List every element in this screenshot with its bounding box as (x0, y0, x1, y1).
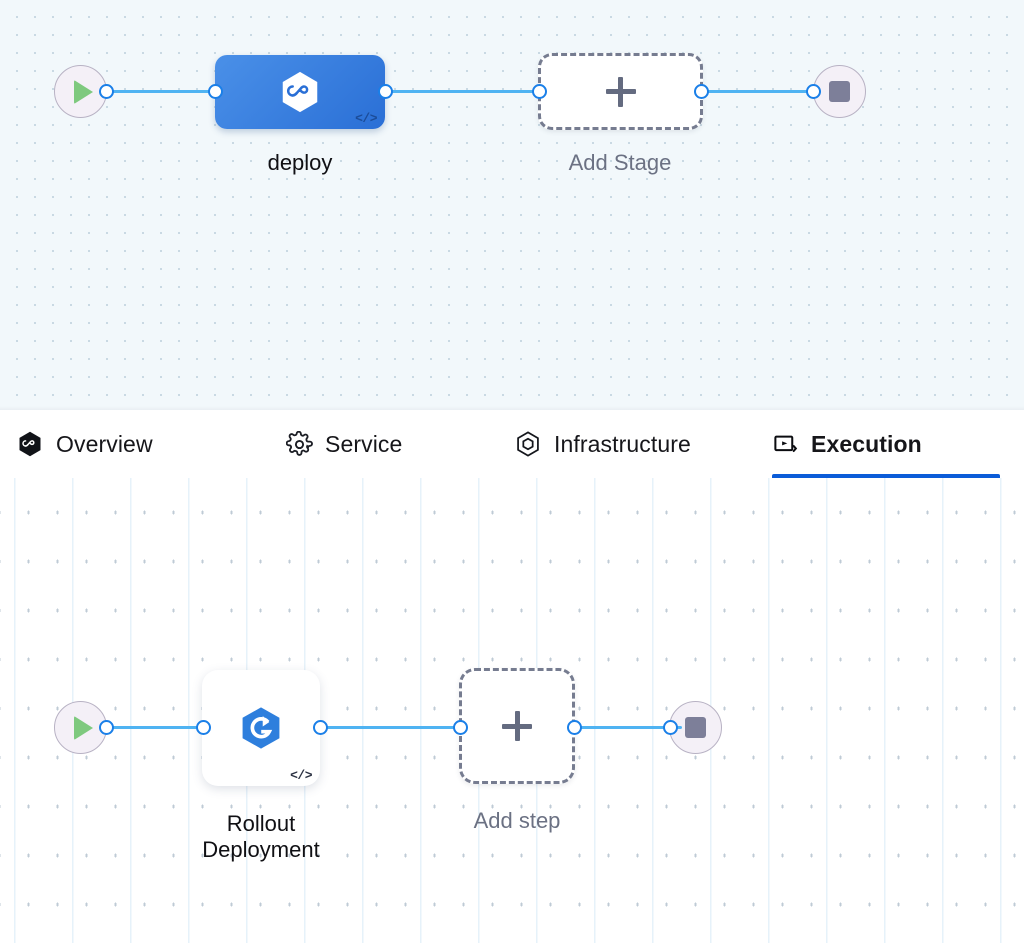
play-icon (74, 79, 93, 104)
edge-start-to-rollout (106, 726, 210, 730)
port-end-in[interactable] (806, 84, 821, 99)
tab-service[interactable]: Service (286, 410, 402, 478)
rollout-deployment-icon (242, 707, 280, 749)
code-badge-icon: </> (355, 111, 377, 126)
add-stage-node-label: Add Stage (568, 150, 672, 175)
port-start-out[interactable] (99, 84, 114, 99)
port-deploy-in[interactable] (208, 84, 223, 99)
tab-execution-label: Execution (811, 430, 922, 457)
harness-infinity-hexagon-icon (282, 71, 318, 113)
add-step-node[interactable] (459, 668, 575, 784)
edge-rollout-to-add-step (315, 726, 465, 730)
edge-start-to-deploy (106, 90, 224, 94)
port-add-stage-in[interactable] (532, 84, 547, 99)
edge-add-step-to-end (570, 726, 682, 730)
tab-infrastructure[interactable]: Infrastructure (514, 410, 691, 478)
stage-config-tabbar: Overview Service Infrastructure (0, 410, 1024, 478)
stage-node-deploy[interactable]: </> (215, 55, 385, 129)
stage-node-deploy-label: deploy (267, 150, 333, 175)
port-deploy-out[interactable] (378, 84, 393, 99)
tab-active-underline (772, 474, 1000, 478)
step-node-rollout-deployment-label: Rollout Deployment (202, 811, 320, 862)
port-step-start-out[interactable] (99, 720, 114, 735)
tab-service-label: Service (325, 430, 403, 457)
pipeline-start-node[interactable] (54, 65, 107, 118)
plus-icon (605, 76, 636, 107)
add-stage-node[interactable] (538, 53, 703, 130)
play-icon (74, 715, 93, 740)
add-step-node-label: Add step (473, 808, 561, 833)
port-step-end-in[interactable] (663, 720, 678, 735)
port-rollout-out[interactable] (313, 720, 328, 735)
step-graph-canvas[interactable]: </> Rollout Deployment Add step (0, 478, 1024, 943)
step-node-rollout-deployment[interactable]: </> (202, 670, 320, 786)
tab-overview[interactable]: Overview (16, 410, 153, 478)
stop-icon (829, 81, 850, 102)
port-rollout-in[interactable] (196, 720, 211, 735)
harness-infinity-hexagon-icon (16, 430, 44, 458)
port-add-step-in[interactable] (453, 720, 468, 735)
play-screen-icon (772, 431, 799, 458)
edge-add-stage-to-end (697, 90, 821, 94)
stop-icon (685, 717, 706, 738)
plus-icon (502, 711, 532, 741)
edge-deploy-to-add-stage (378, 90, 544, 94)
stage-graph-canvas[interactable]: </> deploy Add Stage (0, 0, 1024, 410)
port-add-step-out[interactable] (567, 720, 582, 735)
pipeline-end-node[interactable] (813, 65, 866, 118)
tab-overview-label: Overview (56, 430, 153, 457)
tab-execution[interactable]: Execution (772, 410, 1000, 478)
code-badge-icon: </> (290, 768, 312, 783)
gear-icon (286, 430, 313, 458)
hexagon-outline-icon (514, 430, 542, 458)
port-add-stage-out[interactable] (694, 84, 709, 99)
step-start-node[interactable] (54, 701, 107, 754)
tab-infrastructure-label: Infrastructure (554, 430, 691, 457)
